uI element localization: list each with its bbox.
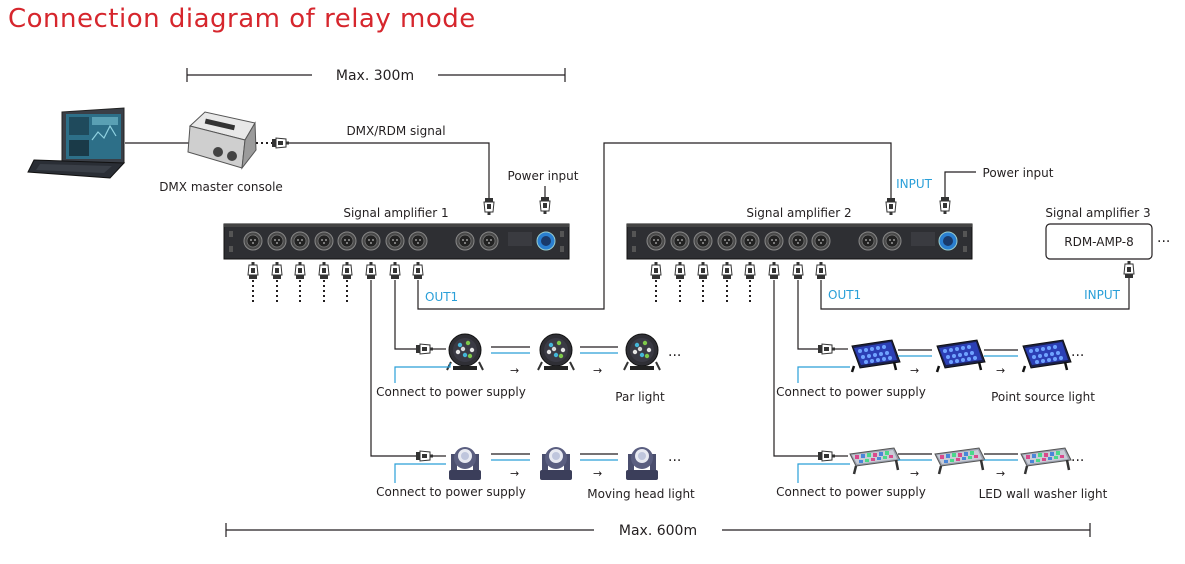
svg-text:···: ··· [1071, 453, 1084, 469]
point-source-light-icon [850, 338, 902, 374]
fixture-row-par: ··· → → Connect to power supply Par ligh… [376, 333, 681, 404]
svg-text:Connect to power supply: Connect to power supply [376, 485, 526, 499]
svg-text:LED wall washer light: LED wall washer light [979, 487, 1108, 501]
fixture-row-point-source: ··· → → Connect to power supply Point so… [776, 338, 1095, 404]
wall-washer-icon [848, 446, 902, 476]
svg-text:Moving head light: Moving head light [587, 487, 695, 501]
distance-300m-label: Max. 300m [336, 68, 414, 84]
svg-text:···: ··· [668, 348, 681, 364]
amp2-input-plug-icon [885, 197, 897, 216]
svg-text:→: → [593, 467, 602, 480]
svg-text:→: → [996, 467, 1005, 480]
svg-text:→: → [910, 364, 919, 377]
amp1-power-plug-icon [539, 196, 551, 215]
dmx-signal-line [289, 142, 490, 198]
par-light-icon [623, 333, 661, 371]
amp2-power-plug-icon [939, 196, 951, 215]
relay-link-line [417, 142, 892, 310]
amp1-label: Signal amplifier 1 [343, 206, 448, 220]
svg-text:···: ··· [1071, 348, 1084, 364]
svg-text:→: → [593, 364, 602, 377]
console-dotted-link [256, 137, 290, 149]
moving-head-icon [626, 447, 658, 480]
svg-text:Connect to power supply: Connect to power supply [776, 385, 926, 399]
amp2-out1-label: OUT1 [828, 288, 861, 302]
amp3-input-plug-icon [1123, 260, 1135, 279]
signal-label: DMX/RDM signal [346, 124, 445, 138]
svg-text:Point source light: Point source light [991, 390, 1095, 404]
wall-washer-icon [933, 446, 987, 476]
svg-text:···: ··· [668, 453, 681, 469]
distance-600m-label: Max. 600m [619, 523, 697, 539]
amplifier2-device [626, 223, 973, 260]
laptop-icon [27, 107, 126, 179]
svg-text:Par light: Par light [615, 390, 665, 404]
svg-text:Connect to power supply: Connect to power supply [776, 485, 926, 499]
svg-text:Connect to power supply: Connect to power supply [376, 385, 526, 399]
amp2-label: Signal amplifier 2 [746, 206, 851, 220]
point-source-light-icon [935, 338, 987, 374]
page-title: Connection diagram of relay mode [8, 4, 476, 34]
svg-text:→: → [910, 467, 919, 480]
distance-300m-bar: Max. 300m [186, 68, 566, 84]
amp3-box-label: RDM-AMP-8 [1064, 235, 1134, 249]
par-light-icon [537, 333, 575, 371]
dmx-console-icon [187, 111, 257, 170]
amp3-box [1045, 223, 1153, 260]
point-source-light-icon [1021, 338, 1073, 374]
svg-text:→: → [510, 467, 519, 480]
fixture-row-wall-washer: ··· → → Connect to power supply LED wall… [776, 446, 1108, 501]
distance-600m-bar: Max. 600m [225, 523, 1091, 539]
amp1-out1-label: OUT1 [425, 290, 458, 304]
amp1-power-label: Power input [508, 169, 579, 183]
console-label: DMX master console [159, 180, 283, 194]
amplifier1-device [223, 223, 570, 260]
amp2-output-plugs [650, 261, 827, 304]
amp1-input-plug-icon [483, 197, 495, 216]
amp2-input-label: INPUT [896, 177, 933, 191]
par-light-icon [446, 333, 484, 371]
moving-head-icon [449, 447, 481, 480]
moving-head-icon [540, 447, 572, 480]
relay-link-line-2 [820, 278, 1130, 310]
amp2-power-label: Power input [983, 166, 1054, 180]
svg-text:→: → [996, 364, 1005, 377]
fixture-row-moving-head: ··· → → Connect to power supply Moving h… [376, 447, 695, 501]
amp3-more: ··· [1157, 234, 1170, 250]
wall-washer-icon [1019, 446, 1073, 476]
amp3-input-label: INPUT [1084, 288, 1121, 302]
amp3-label: Signal amplifier 3 [1045, 206, 1150, 220]
svg-text:→: → [510, 364, 519, 377]
amp1-output-plugs [247, 261, 424, 304]
